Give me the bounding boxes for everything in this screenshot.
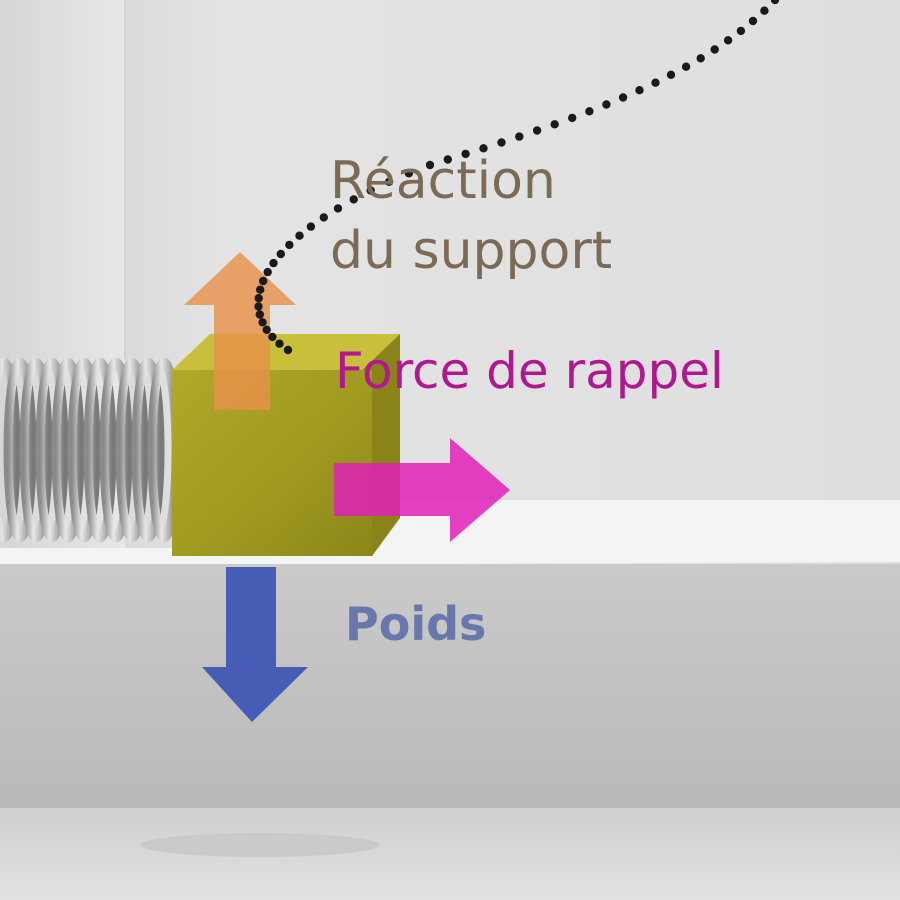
trajectory-dot: [283, 345, 293, 355]
trajectory-dot: [276, 249, 285, 259]
trajectory-dot: [384, 177, 394, 186]
table-front: [0, 564, 900, 808]
trajectory-dot: [275, 339, 284, 348]
trajectory-dot: [479, 144, 488, 153]
trajectory-dot: [710, 45, 719, 54]
trajectory-dot: [723, 36, 733, 45]
trajectory-dot: [618, 93, 628, 102]
trajectory-dot: [425, 160, 435, 170]
trajectory-dot: [602, 100, 611, 109]
spring-coil: [131, 357, 165, 543]
poids-arrow: [202, 567, 308, 722]
trajectory-dot: [306, 222, 316, 231]
trajectory-dot: [254, 294, 263, 303]
trajectory-dot: [268, 332, 277, 342]
spring-coil: [35, 357, 69, 543]
trajectory-dot: [515, 132, 524, 141]
trajectory-dot: [333, 204, 343, 213]
trajectory-dot: [748, 16, 758, 26]
trajectory-dot: [461, 149, 470, 159]
reaction-label-line2: du support: [330, 221, 612, 281]
trajectory-dot: [295, 231, 304, 240]
trajectory-dot: [349, 195, 358, 204]
trajectory-dot: [366, 186, 375, 195]
reaction-label-line1: Réaction: [330, 151, 556, 211]
trajectory-dot: [285, 240, 294, 250]
trajectory-dot: [635, 86, 644, 95]
spring-coil: [51, 357, 85, 543]
trajectory-dot: [760, 6, 769, 15]
trajectory-dot: [269, 258, 278, 268]
spring-coil: [0, 357, 21, 543]
trajectory-dot: [585, 107, 594, 116]
floor: [0, 808, 900, 900]
trajectory-dot: [770, 0, 780, 5]
trajectory-dot: [319, 213, 328, 222]
trajectory-dots: [254, 0, 780, 355]
trajectory-dot: [651, 78, 660, 87]
trajectory-dot: [404, 169, 414, 178]
trajectory-dot: [666, 70, 676, 80]
force-rappel-label: Force de rappel: [335, 342, 724, 400]
trajectory-dot: [532, 126, 542, 135]
trajectory-dot: [263, 267, 272, 277]
spring-coil: [115, 357, 149, 543]
poids-label: Poids: [345, 597, 486, 651]
spring-coil: [83, 357, 117, 543]
trajectory-dot: [258, 318, 267, 327]
trajectory-dot: [696, 54, 705, 63]
trajectory-dot: [550, 120, 559, 129]
spring-coil: [67, 357, 101, 543]
trajectory-dot: [256, 285, 265, 294]
reaction-arrow: [184, 252, 296, 410]
trajectory-dot: [254, 302, 263, 311]
trajectory-dot: [443, 155, 452, 164]
trajectory-dot: [259, 276, 268, 286]
spring-coil: [19, 357, 53, 543]
trajectory-dot: [262, 325, 271, 334]
trajectory-dot: [736, 26, 746, 36]
rappel-arrow: [334, 438, 510, 542]
spring-coil: [3, 357, 37, 543]
floor-shadow: [140, 833, 380, 857]
spring: [0, 357, 181, 543]
trajectory-dot: [568, 113, 577, 123]
trajectory-dot: [497, 138, 506, 147]
trajectory-dot: [255, 310, 264, 319]
trajectory-dot: [681, 62, 691, 71]
spring-coil: [99, 357, 133, 543]
